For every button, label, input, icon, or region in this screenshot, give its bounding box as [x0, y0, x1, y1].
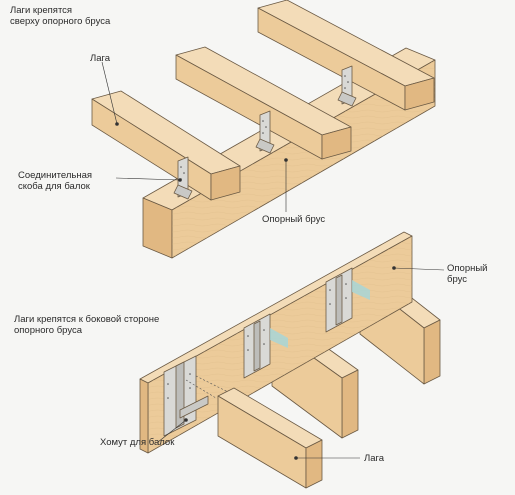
top-leaders [101, 61, 288, 212]
bottom-leaders [157, 266, 445, 460]
bottom-joist-front [217, 387, 323, 489]
bottom-accents [270, 280, 370, 348]
bottom-insert-guide [185, 375, 229, 399]
bottom-hanger-1 [163, 355, 209, 437]
top-joist-3 [257, 0, 435, 111]
top-joist-1 [91, 90, 241, 201]
top-joist-label: Лага [90, 53, 111, 64]
top-bracket-label: Соединительная скоба для балок [18, 170, 93, 192]
top-joist-2 [175, 46, 352, 160]
top-assembly [91, 0, 436, 259]
bottom-assembly [139, 231, 441, 489]
top-beam-label: Опорный брус [262, 214, 326, 225]
bottom-hanger-holes [167, 283, 347, 399]
bottom-hanger-label: Хомут для балок [100, 437, 175, 448]
top-title: Лаги крепятся сверху опорного бруса [10, 5, 111, 27]
bottom-joist-label: Лага [364, 453, 385, 464]
bottom-beam-label: Опорный брус [447, 263, 488, 285]
bottom-title: Лаги крепятся к боковой стороне опорного… [14, 314, 160, 336]
